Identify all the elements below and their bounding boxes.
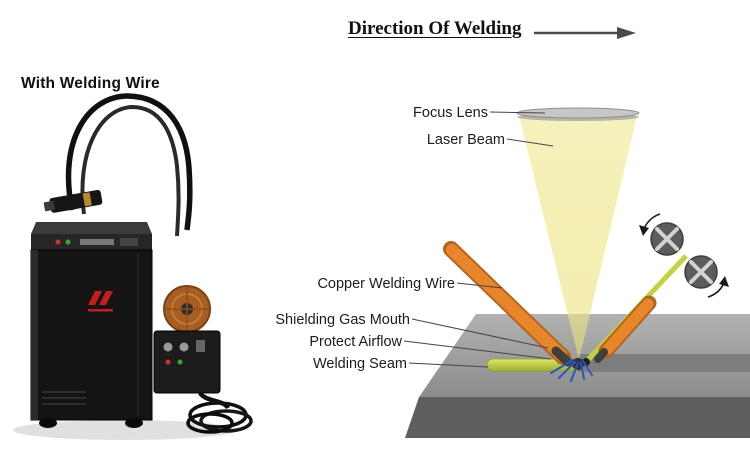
panel-slot	[80, 239, 114, 245]
nozzle-tip	[594, 348, 608, 363]
leader-line	[456, 282, 503, 289]
leader-line	[408, 362, 489, 368]
laser-beam-cone	[519, 116, 637, 360]
rotation-arrow-icon	[639, 225, 649, 236]
cabinet-edge-highlight	[31, 250, 38, 420]
feeder-knob	[179, 342, 189, 352]
seam-groove	[578, 354, 750, 372]
cabinet-top	[31, 222, 152, 234]
laser-beam-label: Laser Beam	[426, 132, 505, 148]
indicator-light	[65, 239, 71, 245]
feeder-light	[177, 359, 183, 365]
protect-airflow-marks	[550, 359, 593, 382]
focus-lens	[516, 107, 640, 121]
caster-wheel	[39, 418, 57, 428]
welding-machine-photo	[13, 93, 253, 440]
cabinet-body	[30, 249, 153, 421]
workpiece	[405, 314, 750, 438]
rotation-arrow-icon	[719, 276, 729, 287]
indicator-light	[55, 239, 61, 245]
leader-line	[403, 340, 552, 360]
shielding-gas-mouth-label: Shielding Gas Mouth	[275, 312, 410, 328]
direction-of-welding-title: Direction Of Welding	[348, 18, 522, 39]
leader-line	[506, 138, 554, 147]
leader-line	[411, 318, 549, 349]
feeder-switch	[196, 340, 205, 352]
leader-line	[489, 111, 546, 114]
welding-seam-label: Welding Seam	[312, 356, 407, 372]
roller-cross	[655, 227, 679, 251]
machine-cable	[65, 93, 193, 231]
brand-logo	[88, 309, 113, 312]
brand-logo	[99, 291, 113, 305]
copper-welding-wire	[443, 241, 573, 367]
wire-tip	[551, 346, 573, 367]
roller-cross	[689, 260, 713, 284]
panel-switch	[120, 238, 138, 246]
power-cable	[198, 391, 231, 410]
wire-feeder-box	[153, 330, 221, 394]
leader-lines	[403, 111, 554, 368]
welding-torch	[43, 189, 103, 213]
copper-welding-wire-label: Copper Welding Wire	[317, 276, 455, 292]
feeder-knob	[163, 342, 173, 352]
shielding-gas-nozzle	[594, 295, 657, 363]
feeder-light	[165, 359, 171, 365]
brand-logo	[88, 291, 102, 305]
wire-feed-rollers	[639, 213, 729, 298]
machine-shadow	[13, 420, 237, 440]
caster-wheel	[125, 418, 143, 428]
direction-arrow-icon	[534, 27, 636, 39]
focus-lens-label: Focus Lens	[413, 105, 488, 121]
cable-coil	[186, 412, 234, 434]
protect-airflow-label: Protect Airflow	[309, 334, 402, 350]
workpiece-front-face	[405, 397, 750, 438]
with-welding-wire-caption: With Welding Wire	[21, 75, 160, 92]
machine-cable	[80, 104, 181, 237]
